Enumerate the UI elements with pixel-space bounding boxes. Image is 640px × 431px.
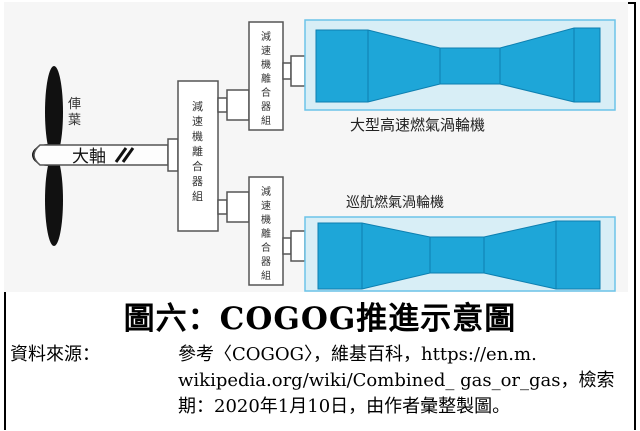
main-shaft [33,144,169,166]
cogog-diagram: 俥 葉 大軸 減速機離合器組 減速機離合器組 減速機離合器組 [4,2,628,292]
source-line-3: 期：2020年1月10日，由作者彙整製圖。 [178,396,511,417]
source-line-1: 參考〈COGOG〉，維基百科，https://en.m. [178,344,537,365]
gearbox-upper-label: 減速機離合器組 [261,30,271,127]
source-line-2: wikipedia.org/wiki/Combined_ gas_or_gas，… [178,370,615,391]
large-gas-turbine [304,19,616,111]
turbine-large-label: 大型高速燃氣渦輪機 [350,116,485,134]
gearbox-main-label: 減速機離合器組 [192,99,203,203]
source-label: 資料來源： [10,344,100,365]
cruise-gas-turbine [304,216,616,292]
svg-text:葉: 葉 [68,113,81,128]
figure-title: 圖六：COGOG推進示意圖 [123,301,517,337]
propeller-label: 俥 [68,97,81,112]
lower-coupling [217,191,250,223]
lower-gearbox [248,176,284,286]
upper-turbine-shaft [282,55,306,87]
shaft-label: 大軸 [72,147,106,167]
turbine-cruise-label: 巡航燃氣渦輪機 [346,194,444,211]
lower-turbine-shaft [282,230,306,262]
gearbox-lower-label: 減速機離合器組 [261,185,271,282]
upper-coupling [217,89,250,121]
main-gearbox [167,80,219,232]
